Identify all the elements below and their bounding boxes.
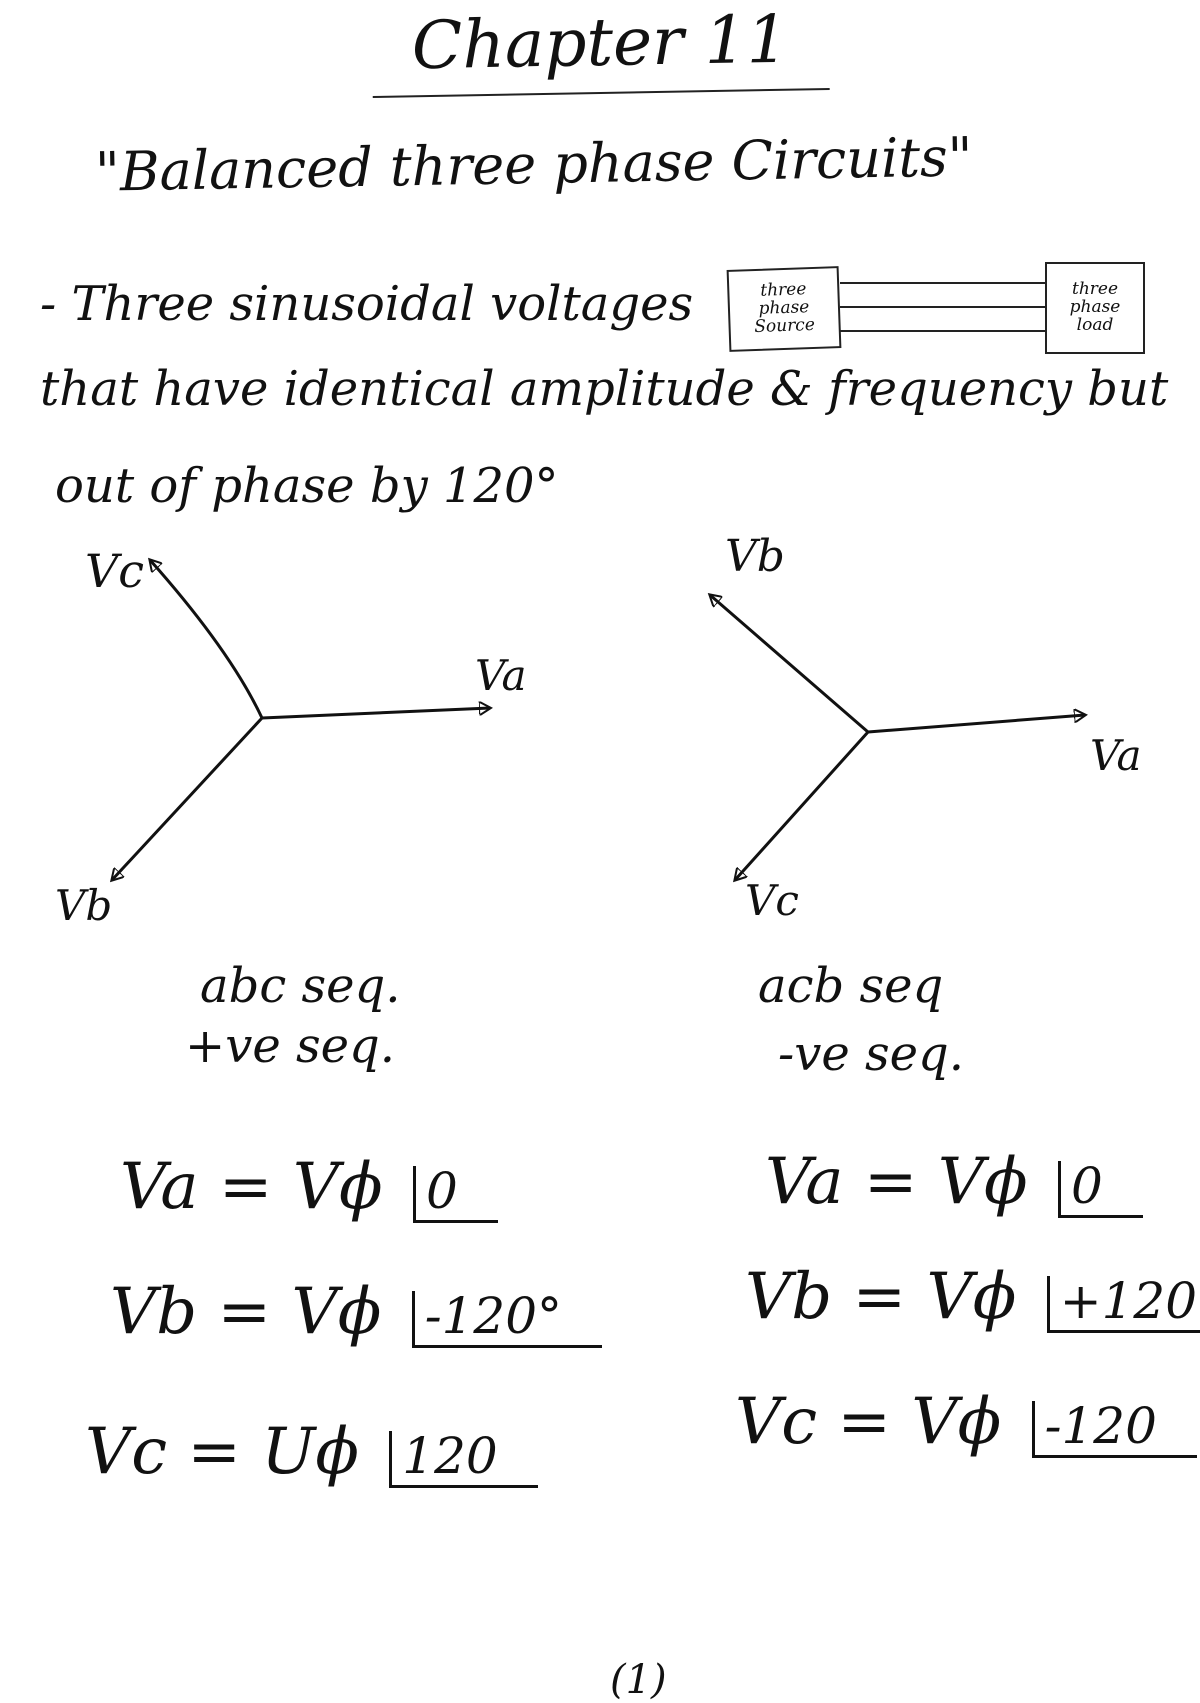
abc-equation-vc: Vc = Uϕ 120 [85, 1420, 538, 1488]
abc-seq-label: abc seq. [200, 958, 401, 1014]
wire-1 [840, 282, 1045, 284]
abc-equation-va-lhs: Va = Vϕ [120, 1150, 383, 1224]
page-number: (1) [610, 1657, 667, 1703]
abc-equation-vb-lhs: Vb = Vϕ [110, 1275, 382, 1349]
load-box-line-1: three [1071, 279, 1119, 300]
acb-phasor-diagram [710, 595, 1085, 880]
acb-equation-vc: Vc = Vϕ -120 [735, 1390, 1197, 1458]
acb-equation-vb-angle: +120 [1046, 1276, 1200, 1333]
acb-seq-label: acb seq [758, 958, 944, 1014]
load-box-line-2: phase [1069, 297, 1121, 318]
abc-vc-label: Vc [85, 544, 144, 598]
acb-equation-vb: Vb = Vϕ +120 [745, 1265, 1200, 1333]
wire-2 [840, 306, 1045, 308]
abc-vb-arrow [112, 716, 264, 880]
acb-negative-seq-label: -ve seq. [778, 1026, 965, 1082]
text-line-1: - Three sinusoidal voltages [40, 276, 694, 332]
abc-phasor-diagram [112, 560, 490, 880]
abc-positive-seq-label: +ve seq. [185, 1018, 396, 1074]
acb-equation-vb-lhs: Vb = Vϕ [745, 1260, 1017, 1334]
text-line-2: that have identical amplitude & frequenc… [40, 361, 1169, 417]
acb-va-arrow [867, 715, 1085, 734]
text-line-3: out of phase by 120° [55, 458, 559, 514]
load-box-line-3: load [1076, 314, 1114, 335]
load-box: three phase load [1045, 262, 1145, 354]
abc-equation-va: Va = Vϕ 0 [120, 1155, 498, 1223]
abc-vc-arrow [150, 560, 264, 719]
acb-equation-vc-lhs: Vc = Vϕ [735, 1385, 1002, 1459]
acb-equation-vc-angle: -120 [1031, 1401, 1197, 1458]
abc-equation-va-angle: 0 [413, 1166, 498, 1223]
acb-vb-arrow [710, 595, 869, 734]
abc-vb-label: Vb [55, 881, 113, 930]
acb-equation-va-lhs: Va = Vϕ [765, 1145, 1028, 1219]
acb-equation-va-angle: 0 [1058, 1161, 1143, 1218]
abc-equation-vc-lhs: Vc = Uϕ [85, 1415, 359, 1489]
acb-equation-va: Va = Vϕ 0 [765, 1150, 1143, 1218]
acb-vc-label: Vc [745, 876, 799, 925]
acb-vb-label: Vb [725, 531, 785, 582]
abc-equation-vb: Vb = Vϕ -120° [110, 1280, 603, 1348]
abc-equation-vb-angle: -120° [411, 1291, 603, 1348]
wire-3 [840, 330, 1045, 332]
abc-va-arrow [261, 708, 490, 720]
acb-va-label: Va [1090, 731, 1142, 780]
acb-vc-arrow [735, 730, 870, 880]
abc-va-label: Va [475, 651, 527, 700]
abc-equation-vc-angle: 120 [389, 1431, 538, 1488]
